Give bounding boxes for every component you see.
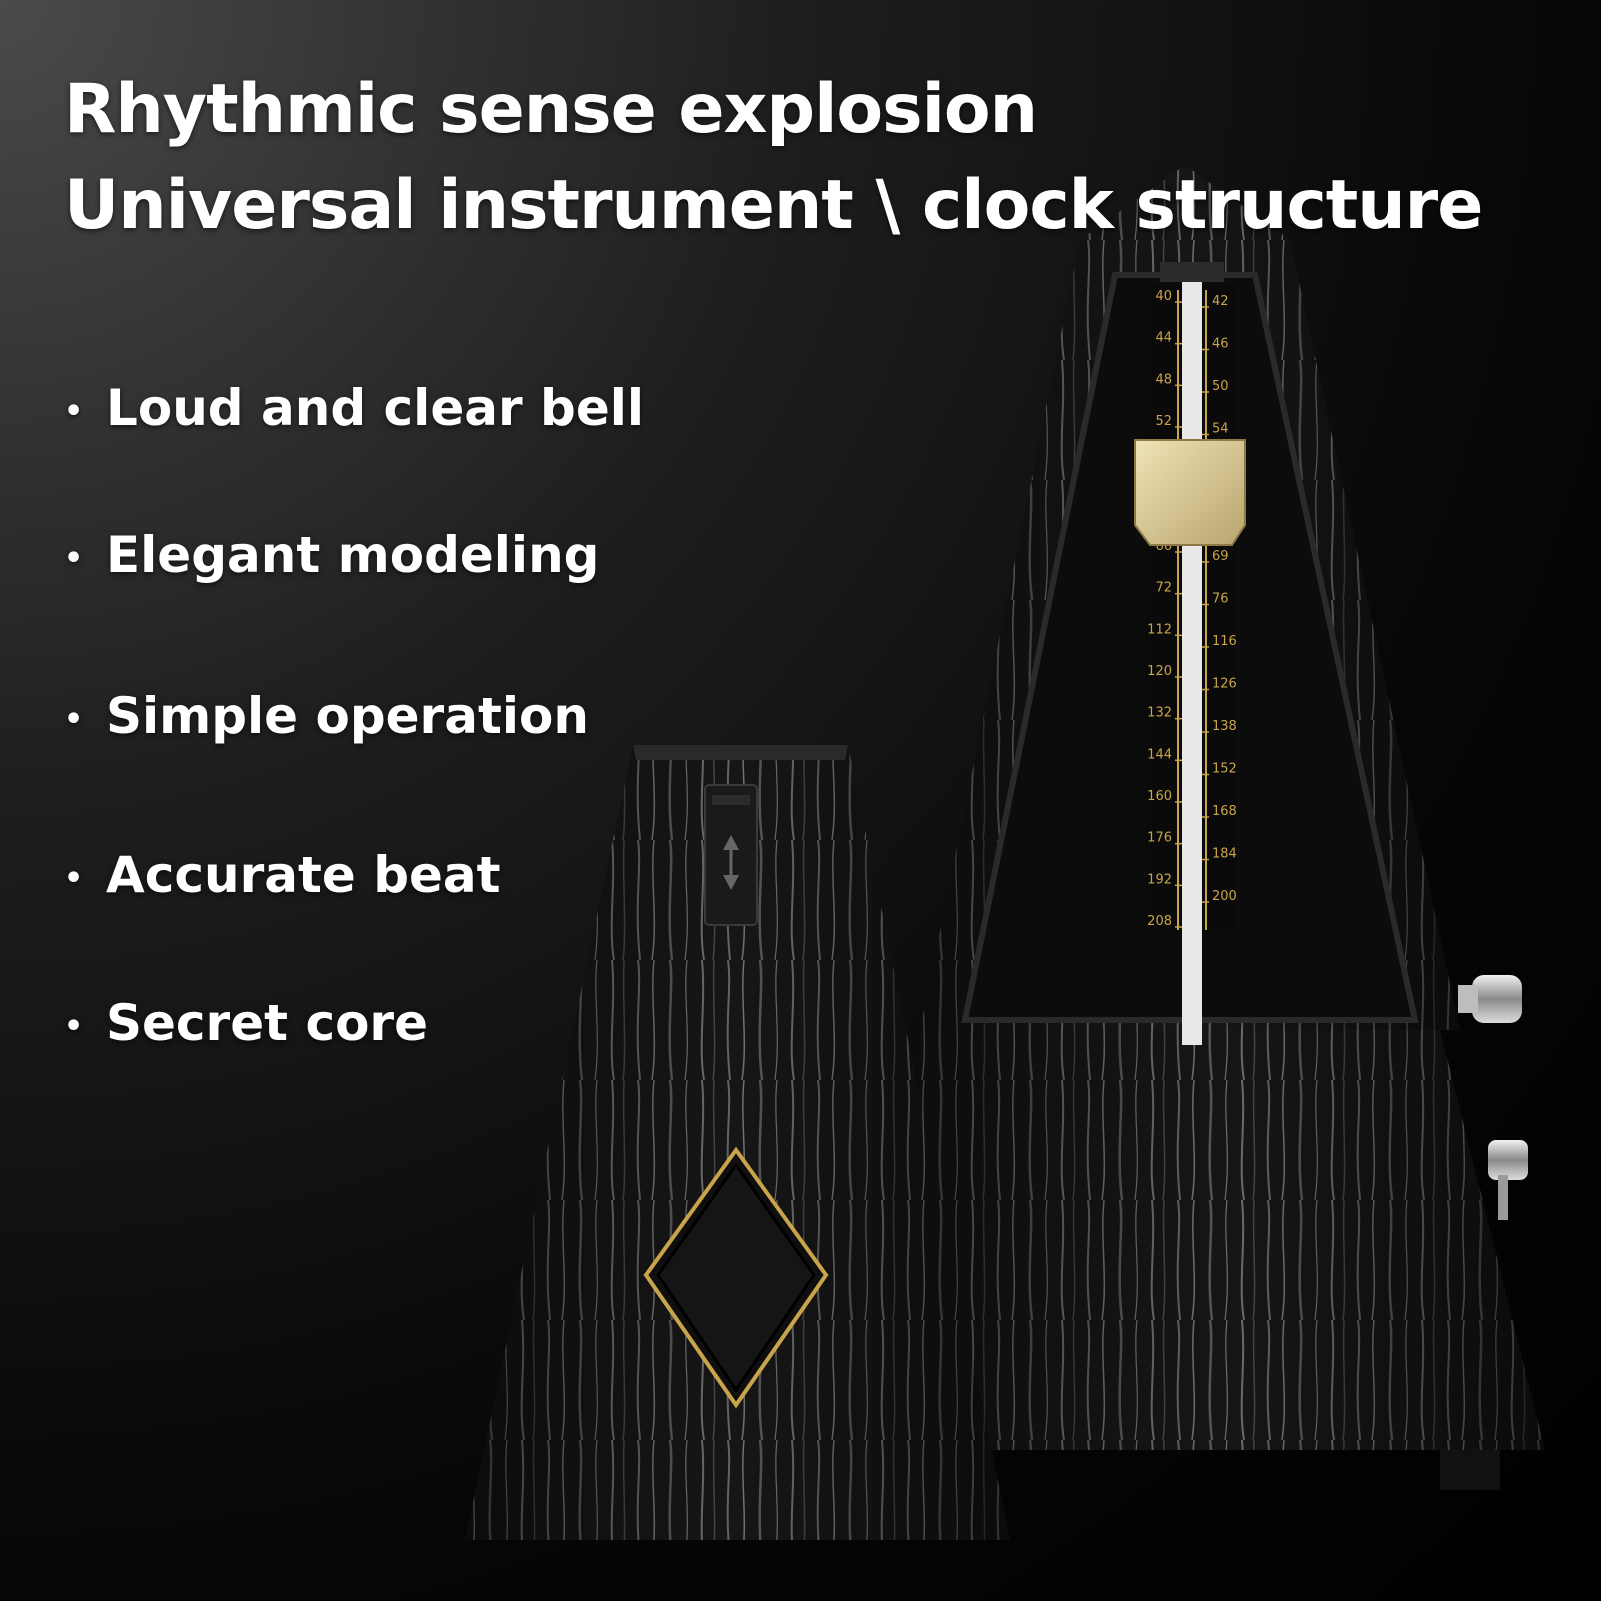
scale-mark-left: 176 xyxy=(1147,831,1172,846)
scale-mark-right: 42 xyxy=(1212,294,1229,309)
bullet-icon: • xyxy=(64,540,84,576)
scale-mark-left: 208 xyxy=(1147,914,1172,929)
scale-mark-right: 168 xyxy=(1212,804,1237,819)
pendulum-rod xyxy=(1182,275,1202,1045)
scale-mark-right: 46 xyxy=(1212,337,1229,352)
winding-key-icon xyxy=(1472,975,1522,1023)
scale-mark-left: 40 xyxy=(1155,289,1172,304)
scale-mark-right: 138 xyxy=(1212,719,1237,734)
arrow-up-icon xyxy=(723,835,739,850)
scale-mark-left: 48 xyxy=(1155,372,1172,387)
headline-line-1: Rhythmic sense explosion xyxy=(64,70,1038,149)
scale-mark-right: 126 xyxy=(1212,677,1237,692)
feature-label: Elegant modeling xyxy=(106,526,600,584)
upright-metronome: 4044485256606672112120132144160176192208… xyxy=(905,165,1545,1490)
arrow-down-icon xyxy=(723,875,739,890)
beat-selector-switch xyxy=(704,784,758,926)
feature-item: • Accurate beat xyxy=(64,845,501,909)
scale-mark-right: 200 xyxy=(1212,889,1237,904)
scale-mark-right: 69 xyxy=(1212,549,1229,564)
scale-mark-left: 144 xyxy=(1147,747,1172,762)
scale-mark-left: 192 xyxy=(1147,872,1172,887)
scale-mark-left: 120 xyxy=(1147,664,1172,679)
scale-mark-left: 112 xyxy=(1147,622,1172,637)
bullet-icon: • xyxy=(64,393,84,429)
scale-mark-left: 160 xyxy=(1147,789,1172,804)
scale-mark-left: 72 xyxy=(1155,581,1172,596)
feature-label: Secret core xyxy=(106,994,428,1052)
bullet-icon: • xyxy=(64,1008,84,1044)
pendulum-weight xyxy=(1134,439,1246,546)
headline: Rhythmic sense explosion Universal instr… xyxy=(64,62,1483,254)
feature-item: • Loud and clear bell xyxy=(64,378,644,442)
feature-label: Accurate beat xyxy=(106,846,501,904)
scale-mark-right: 54 xyxy=(1212,422,1229,437)
scale-mark-right: 116 xyxy=(1212,634,1237,649)
feature-item: • Elegant modeling xyxy=(64,525,599,589)
scale-mark-left: 52 xyxy=(1155,414,1172,429)
closed-metronome xyxy=(465,745,1010,1540)
bullet-icon: • xyxy=(64,701,84,737)
scale-mark-right: 50 xyxy=(1212,379,1229,394)
headline-line-2: Universal instrument \ clock structure xyxy=(64,166,1483,245)
bullet-icon: • xyxy=(64,860,84,896)
scale-mark-left: 132 xyxy=(1147,706,1172,721)
scale-mark-right: 152 xyxy=(1212,762,1237,777)
scale-mark-left: 44 xyxy=(1155,331,1172,346)
scale-mark-right: 184 xyxy=(1212,847,1237,862)
diamond-emblem-icon xyxy=(643,1146,829,1409)
scale-mark-right: 76 xyxy=(1212,592,1229,607)
feature-label: Simple operation xyxy=(106,687,589,745)
feature-item: • Secret core xyxy=(64,993,428,1057)
feature-item: • Simple operation xyxy=(64,686,589,750)
feature-label: Loud and clear bell xyxy=(106,379,645,437)
